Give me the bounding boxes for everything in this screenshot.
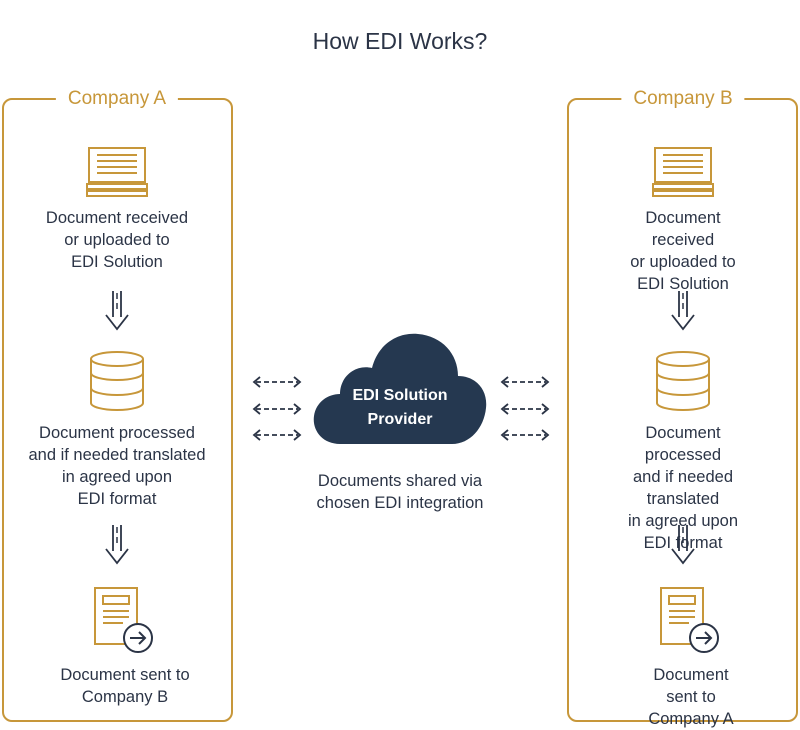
cloud-icon	[313, 333, 487, 444]
document-stack-icon	[652, 147, 714, 197]
double-arrow-icon	[500, 376, 550, 388]
document-send-icon	[94, 587, 153, 653]
down-arrow-icon	[671, 525, 695, 565]
company-b-label: Company B	[621, 88, 745, 110]
double-arrow-icon	[500, 429, 550, 441]
double-arrow-icon	[252, 429, 302, 441]
document-send-icon	[660, 587, 719, 653]
down-arrow-icon	[671, 291, 695, 331]
database-icon	[90, 351, 144, 411]
down-arrow-icon	[105, 291, 129, 331]
provider-label: EDI Solution Provider	[352, 387, 448, 428]
company-a-step-3-text: Document sent to Company B	[60, 666, 190, 706]
database-icon	[656, 351, 710, 411]
company-a-step-2-text: Document processed and if needed transla…	[28, 424, 206, 508]
bidirectional-arrows-right	[500, 376, 550, 441]
company-b-step-3-text: Document sent to Company A	[648, 666, 734, 728]
diagram-title: How EDI Works?	[312, 28, 488, 54]
provider-caption: Documents shared via chosen EDI integrat…	[316, 472, 484, 512]
double-arrow-icon	[500, 403, 550, 415]
company-a-label: Company A	[55, 88, 179, 110]
company-a-step-1-text: Document received or uploaded to EDI Sol…	[45, 209, 189, 271]
bidirectional-arrows-left	[252, 376, 302, 441]
double-arrow-icon	[252, 376, 302, 388]
double-arrow-icon	[252, 403, 302, 415]
document-stack-icon	[86, 147, 148, 197]
down-arrow-icon	[105, 525, 129, 565]
company-b-step-1-text: Document received or uploaded to EDI Sol…	[630, 209, 736, 293]
